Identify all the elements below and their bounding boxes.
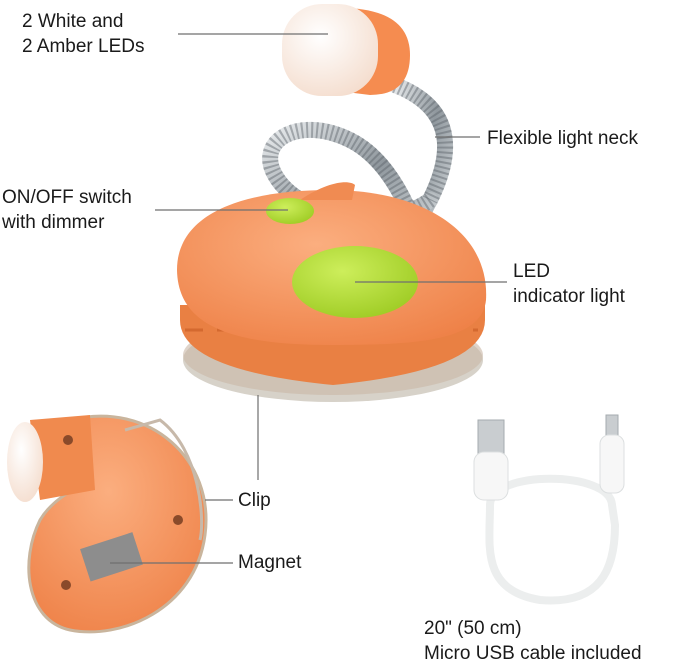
label-clip-line1: Clip xyxy=(238,490,271,511)
label-leds: 2 White and 2 Amber LEDs xyxy=(22,9,145,59)
label-switch-line1: ON/OFF switch xyxy=(2,187,132,208)
led-lamp-head xyxy=(282,4,410,96)
usb-cable xyxy=(473,414,625,605)
label-clip: Clip xyxy=(238,488,271,513)
label-cable-line1: 20" (50 cm) xyxy=(424,618,522,639)
on-off-switch xyxy=(266,198,314,224)
lamp-base xyxy=(177,182,487,402)
clip-back-view xyxy=(7,414,208,634)
label-cable-line2: Micro USB cable included xyxy=(424,643,642,664)
magnet xyxy=(80,532,143,582)
label-switch: ON/OFF switch with dimmer xyxy=(2,185,132,235)
label-indicator-line1: LED xyxy=(513,261,550,282)
label-indicator-line2: indicator light xyxy=(513,286,625,307)
label-magnet-line1: Magnet xyxy=(238,552,302,573)
callout-lines xyxy=(110,33,507,564)
label-switch-line2: with dimmer xyxy=(2,212,105,233)
label-cable: 20" (50 cm) Micro USB cable included xyxy=(424,616,642,666)
label-neck: Flexible light neck xyxy=(487,126,638,151)
label-neck-line1: Flexible light neck xyxy=(487,128,639,149)
label-indicator: LED indicator light xyxy=(513,259,625,309)
label-magnet: Magnet xyxy=(238,550,301,575)
label-leds-line2: 2 Amber LEDs xyxy=(22,36,145,57)
label-leds-line1: 2 White and xyxy=(22,11,124,32)
